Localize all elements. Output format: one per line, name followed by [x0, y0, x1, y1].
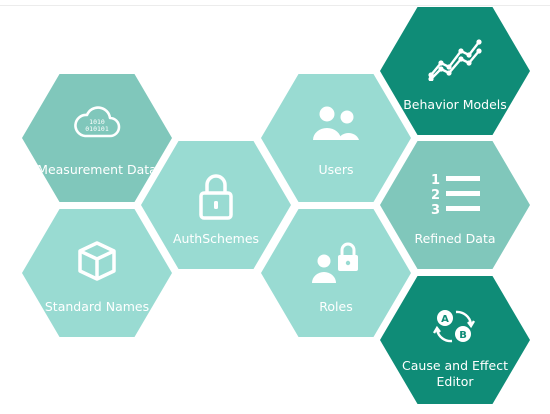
cloud-binary-line1: 1010	[89, 118, 105, 126]
tile-label: Behavior Models	[403, 97, 507, 112]
users-icon	[309, 104, 363, 148]
cube-icon	[75, 239, 119, 287]
tile-measurement-data[interactable]: 1010 010101 Measurement Data	[22, 74, 172, 202]
tile-authschemes[interactable]: AuthSchemes	[141, 141, 291, 269]
top-divider	[0, 5, 550, 6]
ab-cycle-icon: A B	[432, 306, 477, 350]
tile-label: Roles	[319, 299, 353, 314]
cloud-binary-line2: 010101	[85, 125, 109, 133]
tile-refined-data[interactable]: 1 2 3 Refined Data	[380, 141, 530, 269]
tile-roles[interactable]: Roles	[261, 209, 411, 337]
numbered-list-icon: 1 2 3	[428, 171, 482, 219]
tile-behavior-models[interactable]: Behavior Models	[380, 7, 530, 135]
tile-users[interactable]: Users	[261, 74, 411, 202]
svg-text:3: 3	[431, 203, 440, 215]
tile-label: Users	[318, 162, 354, 177]
cloud-data-icon: 1010 010101	[73, 106, 121, 146]
tile-label: Refined Data	[414, 231, 496, 246]
tile-label: AuthSchemes	[172, 231, 260, 246]
svg-text:A: A	[441, 314, 449, 325]
tile-cause-and-effect-editor[interactable]: A B Cause and Effect Editor	[380, 276, 530, 404]
tile-label: Measurement Data	[37, 162, 157, 177]
svg-text:1: 1	[431, 173, 440, 188]
tile-label: Cause and Effect Editor	[402, 358, 508, 389]
lock-icon	[198, 171, 234, 225]
tile-label: Standard Names	[44, 299, 150, 314]
tile-standard-names[interactable]: Standard Names	[22, 209, 172, 337]
svg-text:2: 2	[431, 188, 440, 203]
user-lock-icon	[309, 239, 363, 289]
trend-chart-icon	[427, 37, 483, 85]
svg-text:B: B	[459, 330, 467, 341]
